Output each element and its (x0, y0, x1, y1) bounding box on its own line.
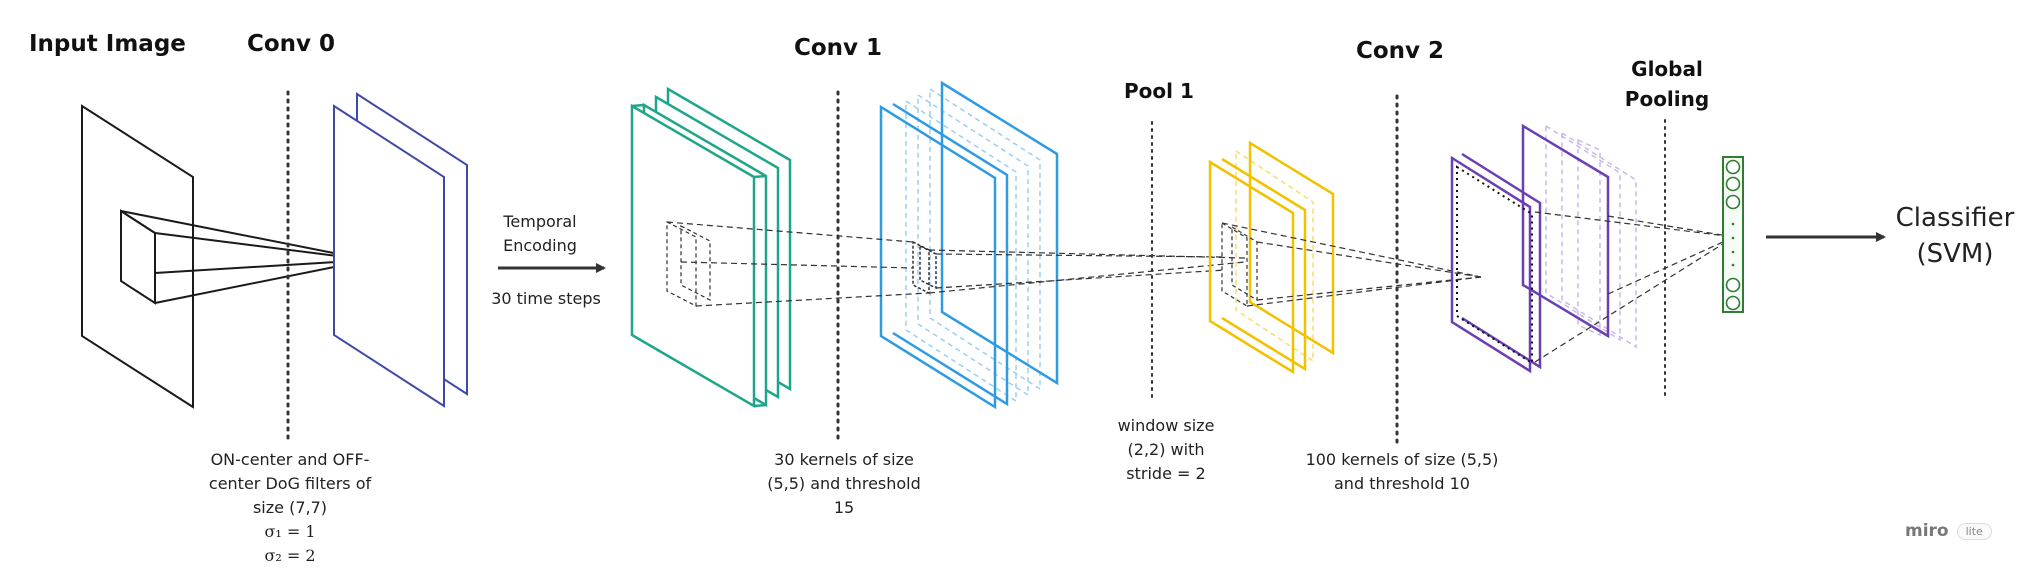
brand-watermark[interactable]: miro lite (1905, 521, 1992, 541)
conv1-caption-line: (5,5) and threshold (767, 474, 921, 493)
conv1-caption-line: 30 kernels of size (774, 450, 914, 469)
pool1-caption-line: stride = 2 (1126, 464, 1206, 483)
conv2-projection-lines (1534, 211, 1735, 363)
input-receptive-field (120, 209, 370, 305)
global-pooling-vector (1722, 156, 1744, 313)
temporal-encoding-label: Temporal Encoding (480, 210, 600, 258)
input-image-title: Input Image (29, 31, 186, 57)
time-steps-label: 30 time steps (491, 289, 601, 308)
conv2-title: Conv 2 (1356, 38, 1445, 64)
conv2-maps (1450, 123, 1610, 374)
input-image-plane (81, 104, 194, 409)
conv2-caption-line: 100 kernels of size (5,5) (1305, 450, 1499, 469)
conv0-caption-line: size (7,7) (252, 498, 328, 517)
brand-badge: lite (1956, 522, 1992, 540)
pool1-caption: window size (2,2) with stride = 2 (1096, 414, 1236, 486)
conv2-caption: 100 kernels of size (5,5) and threshold … (1296, 448, 1508, 496)
pool1-receptive-field (1221, 221, 1258, 308)
global-pooling-title-line1: Global (1631, 57, 1703, 81)
pool1-maps (1208, 140, 1335, 375)
neuron (1725, 295, 1741, 311)
conv0-caption-line: ON-center and OFF- (210, 450, 370, 469)
brand-name: miro (1905, 521, 1949, 541)
sigma2-label: σ₂ = 2 (264, 546, 316, 565)
neuron (1725, 194, 1741, 210)
conv2-caption-line: and threshold 10 (1334, 474, 1470, 493)
pool1-caption-line: window size (1117, 416, 1215, 435)
conv1-kernel-stack (630, 86, 792, 409)
global-pooling-title-line2: Pooling (1624, 87, 1710, 111)
neuron (1725, 176, 1741, 192)
pool1-faint-maps (1235, 149, 1314, 363)
conv1-faint-maps (905, 87, 1041, 403)
temporal-encoding-line2: Encoding (503, 236, 577, 255)
pool1-title: Pool 1 (1124, 79, 1194, 103)
global-pooling-title: Global Pooling (1622, 54, 1712, 114)
conv2-faint-maps (1545, 124, 1637, 349)
classifier-label: Classifier (SVM) (1890, 200, 2020, 272)
conv1-projection-lines (666, 221, 1246, 307)
conv1-title: Conv 1 (794, 35, 883, 61)
conv0-caption-line: center DoG filters of (208, 474, 372, 493)
conv1-caption-line: 15 (833, 498, 855, 517)
classifier-line1: Classifier (1895, 203, 2015, 233)
neuron (1725, 277, 1741, 293)
conv1-feature-maps (879, 80, 1059, 410)
conv0-title: Conv 0 (247, 31, 336, 57)
temporal-encoding-line1: Temporal (503, 212, 577, 231)
pool1-projection-lines (1221, 222, 1482, 307)
neuron (1725, 159, 1741, 175)
classifier-line2: (SVM) (1916, 239, 1994, 269)
conv0-caption: ON-center and OFF- center DoG filters of… (200, 448, 380, 568)
sigma1-label: σ₁ = 1 (264, 522, 316, 541)
conv1-caption: 30 kernels of size (5,5) and threshold 1… (754, 448, 934, 520)
conv0-feature-maps (333, 92, 468, 408)
pool1-caption-line: (2,2) with (1127, 440, 1205, 459)
